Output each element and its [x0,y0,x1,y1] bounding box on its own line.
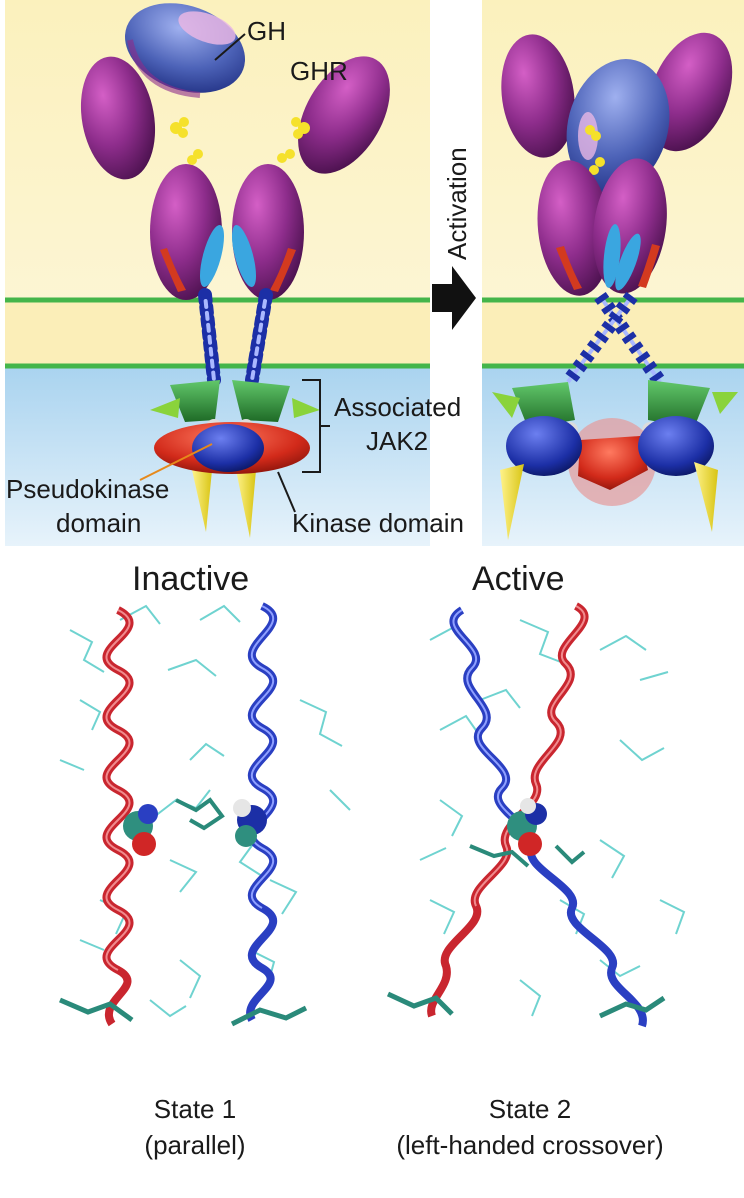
kinase-domain-label: Kinase domain [292,508,464,538]
active-heading: Active [472,560,565,598]
kinase-leader-line [277,471,296,513]
gh-leader-line [214,33,246,61]
sidechains-active [419,619,686,1017]
jak2-complex-right [492,380,738,540]
pseudokinase-label: Pseudokinase [6,474,170,504]
gh-ligand-free [124,3,246,98]
helix-active-red [386,602,589,1018]
ghr-label: GHR [290,56,348,86]
helix-inactive-blue [230,602,308,1027]
state1-label: State 1 [153,1094,237,1124]
associated-jak2-bracket [302,379,330,473]
helix-inactive-red [59,606,134,1027]
jak2-label: JAK2 [366,426,429,456]
residue-spheres-inactive [123,797,267,856]
inactive-heading: Inactive [132,560,250,598]
activation-arrow [432,266,476,330]
tm-helix-right-b [562,291,638,387]
ghr-receptor-active-pair [501,32,733,296]
state2-label: State 2 [488,1094,572,1124]
state2-description: (left-handed crossover) [396,1130,664,1160]
activation-label: Activation [442,147,472,260]
tm-helix-right-a [594,291,666,387]
tm-helix-left-b [245,288,273,387]
top-panel [5,0,744,546]
residue-spheres-active [469,798,586,868]
pseudokinase-domain-label: domain [56,508,142,538]
state1-description: (parallel) [144,1130,246,1160]
pseudokinase-leader-line [139,443,213,481]
bottom-panel [59,602,686,1028]
helix-active-blue [449,606,666,1028]
ghr-receptor-right [231,56,390,300]
jak2-complex-left [150,380,320,538]
gh-label: GH [247,16,286,46]
ghr-receptor-left [80,56,225,300]
tm-helix-left-a [198,288,221,387]
associated-label: Associated [334,392,462,422]
